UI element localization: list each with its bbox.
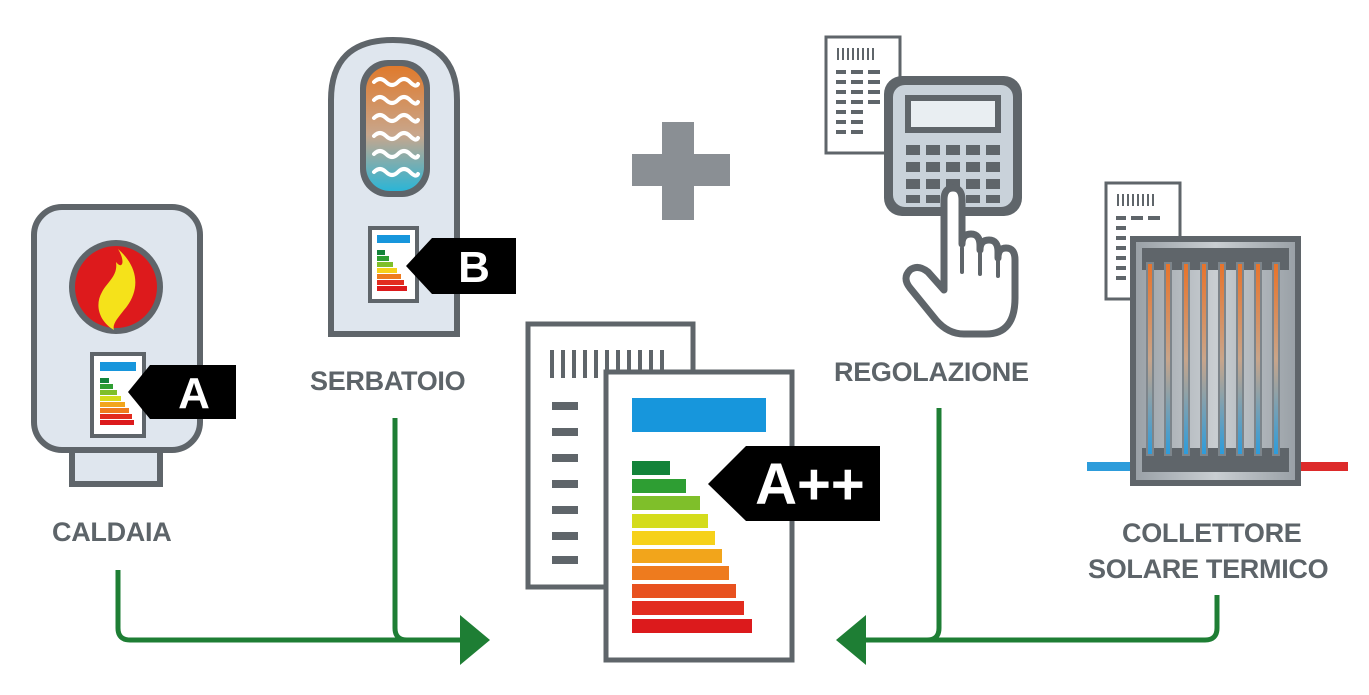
arrow-from-collettore [927, 595, 1220, 643]
energy-scale-bars [632, 461, 752, 633]
arrow-head-right [460, 615, 490, 665]
rating-serbatoio: B [458, 243, 490, 292]
arrow-from-serbatoio [392, 418, 408, 643]
water-waves [372, 77, 420, 178]
rating-tag-caldaia [128, 365, 236, 419]
solar-collector-icon [1087, 181, 1348, 486]
caption-collettore-line1: COLLETTORE [1122, 518, 1302, 548]
collector-tubes [1146, 262, 1280, 456]
rating-tag-package [708, 446, 880, 521]
energy-label-icon [525, 321, 880, 663]
caption-collettore-line2: SOLARE TERMICO [1088, 554, 1329, 584]
arrow-head-left [836, 615, 866, 665]
keypad-controller-icon [824, 35, 1022, 338]
caption-regolazione: REGOLAZIONE [834, 357, 1029, 387]
rating-caldaia: A [178, 369, 210, 418]
arrow-from-regolazione [858, 408, 942, 643]
rating-tag-serbatoio [406, 238, 516, 294]
water-tank-icon [328, 36, 516, 337]
plus-icon [632, 122, 730, 220]
arrow-from-caldaia [115, 570, 470, 643]
boiler-icon [31, 204, 236, 487]
flow-arrows [115, 408, 1220, 643]
caption-serbatoio: SERBATOIO [310, 366, 466, 396]
rating-package: A++ [755, 452, 865, 517]
flame-icon [69, 240, 163, 334]
caption-caldaia: CALDAIA [52, 517, 172, 547]
